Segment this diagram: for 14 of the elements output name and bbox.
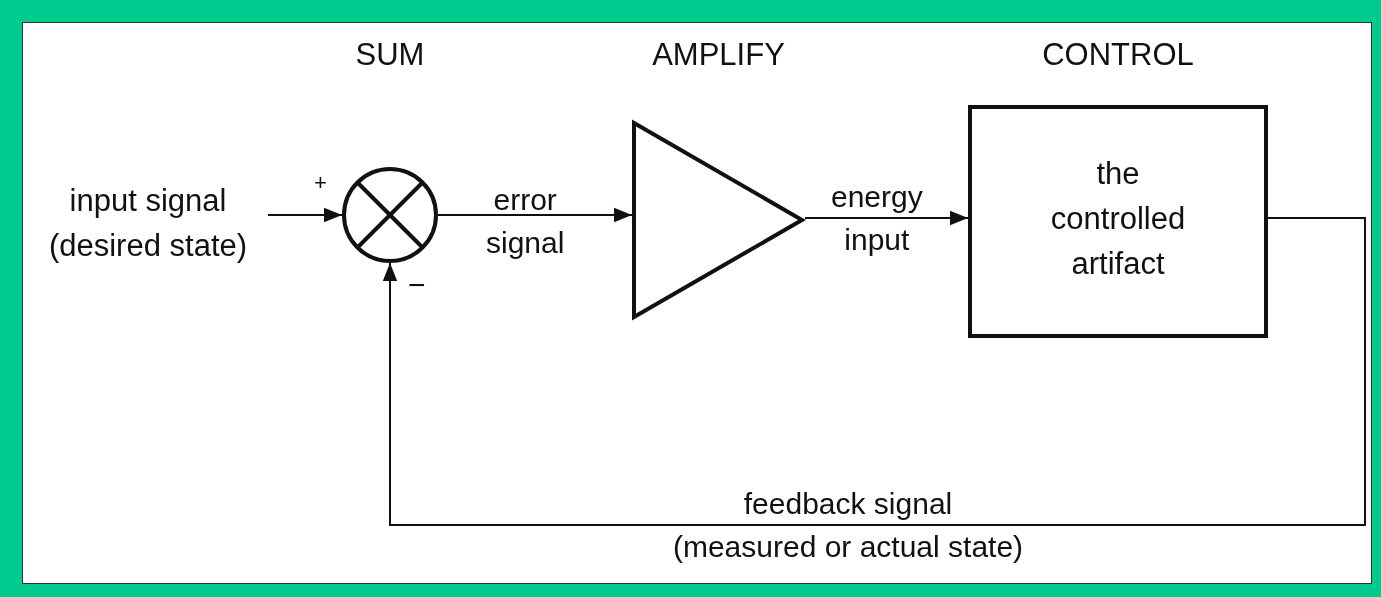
stage-heading: CONTROL bbox=[1041, 36, 1195, 74]
sign-label: + bbox=[314, 172, 327, 194]
edge-label: energy input bbox=[831, 178, 923, 258]
input-label: input signal (desired state) bbox=[47, 182, 249, 265]
arrow bbox=[804, 210, 969, 226]
edge-label: feedback signal (measured or actual state) bbox=[671, 485, 1025, 565]
stage-heading: AMPLIFY bbox=[651, 36, 786, 74]
arrow bbox=[382, 217, 1366, 526]
box-text: the controlled artifact bbox=[1049, 155, 1187, 283]
edge-label: error signal bbox=[486, 181, 565, 261]
sign-label: − bbox=[408, 270, 426, 300]
arrow bbox=[267, 207, 343, 223]
stage-heading: SUM bbox=[354, 36, 426, 74]
arrow bbox=[437, 207, 633, 223]
